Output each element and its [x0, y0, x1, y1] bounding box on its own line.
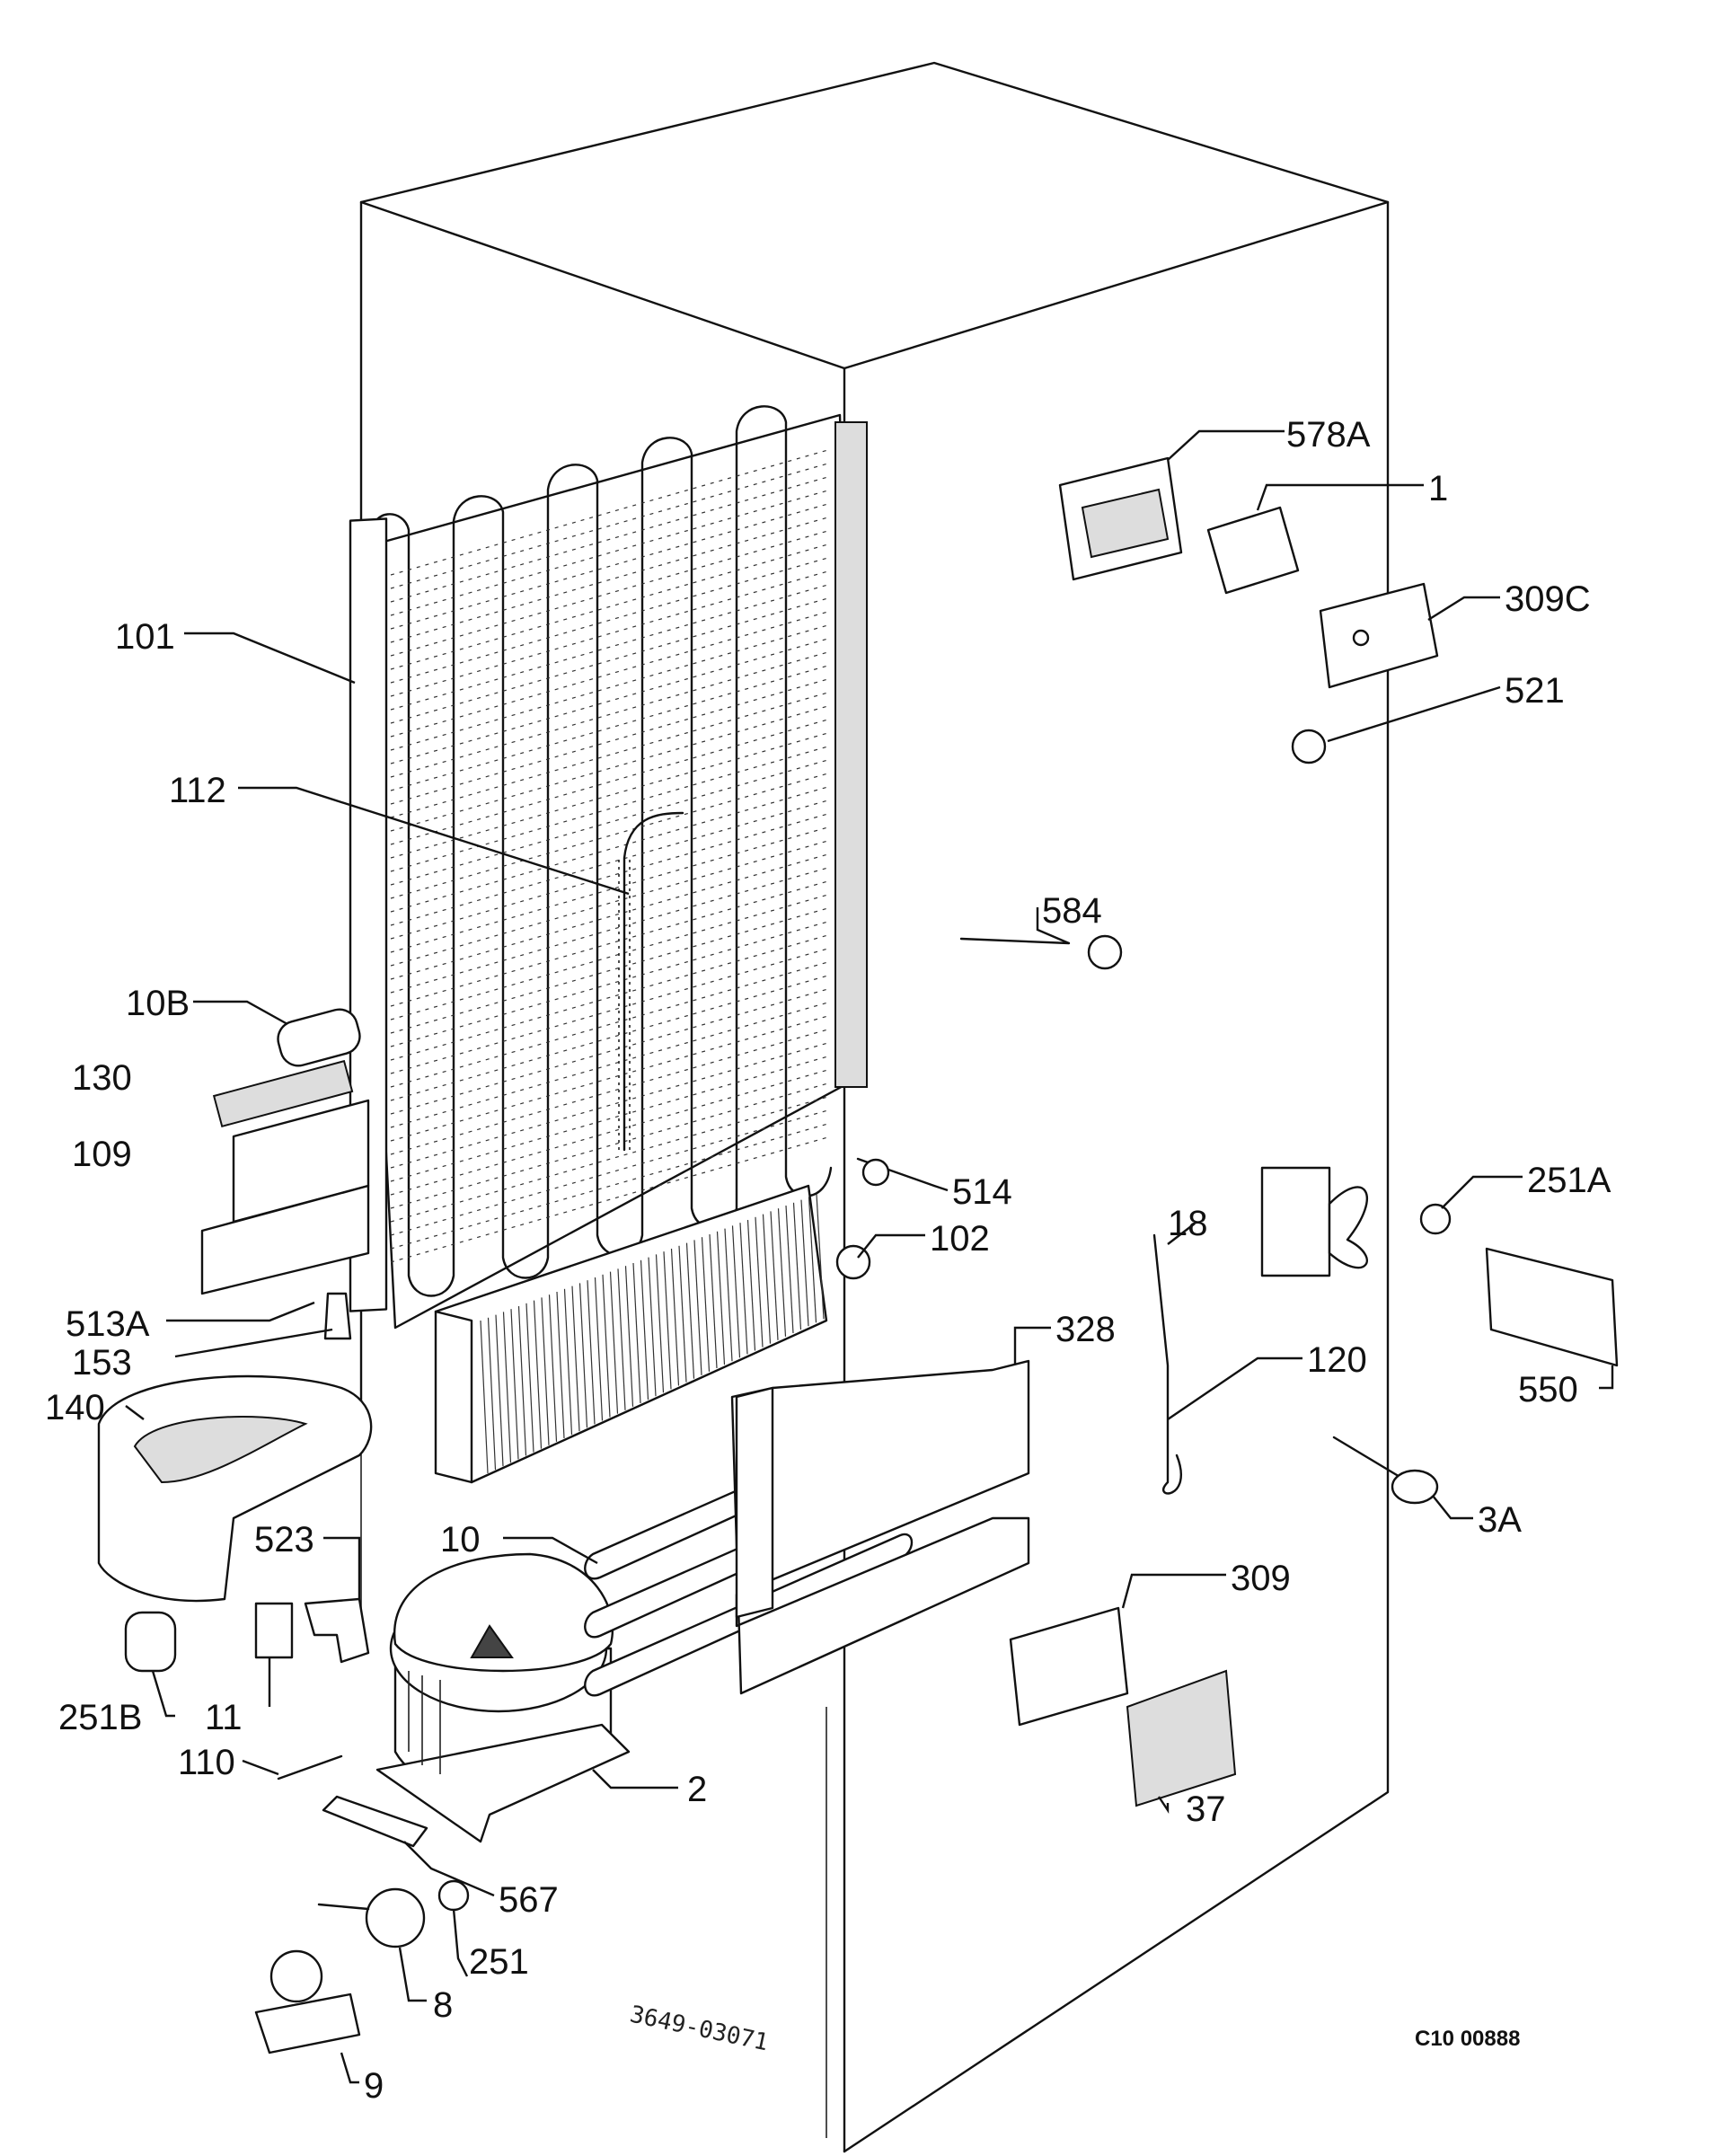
- evaporator-fin-line: [563, 1288, 573, 1436]
- evaporator-fin-line: [602, 1274, 611, 1418]
- label-309C: 309C: [1505, 579, 1591, 619]
- label-9: 9: [364, 2066, 384, 2106]
- label-130: 130: [72, 1058, 132, 1098]
- label-101: 101: [115, 617, 175, 657]
- evaporator-fin-line: [587, 1280, 596, 1425]
- label-309: 309: [1231, 1559, 1291, 1598]
- evaporator-fin-line: [739, 1223, 748, 1355]
- label-251B: 251B: [58, 1698, 142, 1737]
- part-labels: 578A 1 309C 521 101 112 584 10B 130 109 …: [45, 415, 1611, 2106]
- evaporator-fins: [480, 1194, 825, 1474]
- label-153: 153: [72, 1343, 132, 1383]
- evaporator-fin-line: [487, 1317, 497, 1471]
- evaporator-fin-line: [808, 1197, 817, 1323]
- evaporator-fin-line: [556, 1291, 565, 1439]
- leader-lines: [125, 429, 1614, 2084]
- evaporator-fin-line: [502, 1312, 512, 1463]
- capillary-coil: [623, 811, 684, 1152]
- label-251A: 251A: [1527, 1161, 1611, 1200]
- evaporator-fin-line: [525, 1303, 534, 1453]
- evaporator-fin-line: [816, 1194, 825, 1320]
- evaporator-fin-line: [640, 1259, 649, 1401]
- drip-tray: [97, 1374, 373, 1603]
- label-567: 567: [499, 1880, 559, 1920]
- evaporator-fin-line: [770, 1211, 779, 1340]
- evaporator-fin-line: [541, 1297, 550, 1445]
- evaporator-fin-line: [571, 1286, 580, 1432]
- evaporator-fin-line: [762, 1214, 772, 1344]
- label-10B: 10B: [126, 984, 190, 1023]
- evaporator-fin-line: [533, 1300, 543, 1449]
- evaporator-fin-line: [594, 1277, 604, 1421]
- small-parts: [124, 456, 1619, 2054]
- label-120: 120: [1307, 1340, 1367, 1380]
- label-102: 102: [930, 1219, 990, 1259]
- evaporator-block: [434, 1184, 871, 1484]
- evaporator-fin-line: [655, 1254, 665, 1393]
- label-251: 251: [469, 1942, 529, 1982]
- evaporator-fin-line: [746, 1219, 756, 1351]
- evaporator-fin-line: [701, 1237, 711, 1372]
- label-328: 328: [1055, 1310, 1116, 1349]
- evaporator-fin-line: [480, 1320, 489, 1474]
- evaporator-fin-line: [510, 1309, 519, 1460]
- compressor: [375, 1552, 631, 1843]
- label-140: 140: [45, 1388, 105, 1427]
- label-513A: 513A: [66, 1304, 150, 1344]
- condenser-grid: [349, 405, 868, 1330]
- evaporator-fin-line: [578, 1283, 588, 1428]
- handwritten-reference: 3649-03071: [628, 2001, 771, 2057]
- evaporator-fin-line: [648, 1257, 657, 1397]
- cover-plate: [730, 1359, 1030, 1695]
- label-3A: 3A: [1478, 1500, 1522, 1540]
- label-110: 110: [178, 1743, 235, 1782]
- label-1: 1: [1428, 469, 1448, 508]
- evaporator-fin-line: [678, 1245, 687, 1383]
- evaporator-fin-line: [785, 1205, 794, 1334]
- label-523: 523: [254, 1520, 314, 1560]
- evaporator-fin-line: [663, 1251, 672, 1390]
- evaporator-fin-line: [800, 1199, 809, 1327]
- label-37: 37: [1186, 1789, 1226, 1829]
- label-8: 8: [433, 1985, 453, 2025]
- evaporator-fin-line: [693, 1240, 702, 1375]
- label-109: 109: [72, 1135, 132, 1174]
- evaporator-fin-line: [792, 1202, 802, 1330]
- evaporator-fin-line: [685, 1242, 695, 1379]
- label-578A: 578A: [1286, 415, 1371, 455]
- label-584: 584: [1042, 891, 1102, 931]
- evaporator-fin-line: [755, 1216, 764, 1348]
- drawing-code: C10 00888: [1415, 2027, 1520, 2051]
- evaporator-fin-line: [617, 1268, 626, 1410]
- label-521: 521: [1505, 671, 1565, 711]
- evaporator-fin-line: [517, 1305, 527, 1456]
- evaporator-fin-line: [731, 1225, 741, 1358]
- evaporator-fin-line: [548, 1294, 558, 1442]
- evaporator-fin-line: [624, 1266, 634, 1407]
- label-550: 550: [1518, 1370, 1578, 1409]
- evaporator-fin-line: [632, 1262, 641, 1404]
- label-10: 10: [440, 1520, 481, 1560]
- label-2: 2: [687, 1770, 707, 1809]
- evaporator-fin-line: [724, 1228, 733, 1362]
- evaporator-fin-line: [670, 1248, 680, 1386]
- evaporator-fin-line: [716, 1231, 726, 1365]
- label-18: 18: [1168, 1204, 1208, 1243]
- evaporator-fin-line: [709, 1233, 718, 1369]
- evaporator-fin-line: [609, 1271, 619, 1414]
- label-112: 112: [169, 771, 226, 810]
- evaporator-fin-line: [777, 1208, 787, 1337]
- evaporator-fin-line: [495, 1314, 504, 1467]
- label-11: 11: [205, 1698, 243, 1737]
- label-514: 514: [952, 1172, 1012, 1212]
